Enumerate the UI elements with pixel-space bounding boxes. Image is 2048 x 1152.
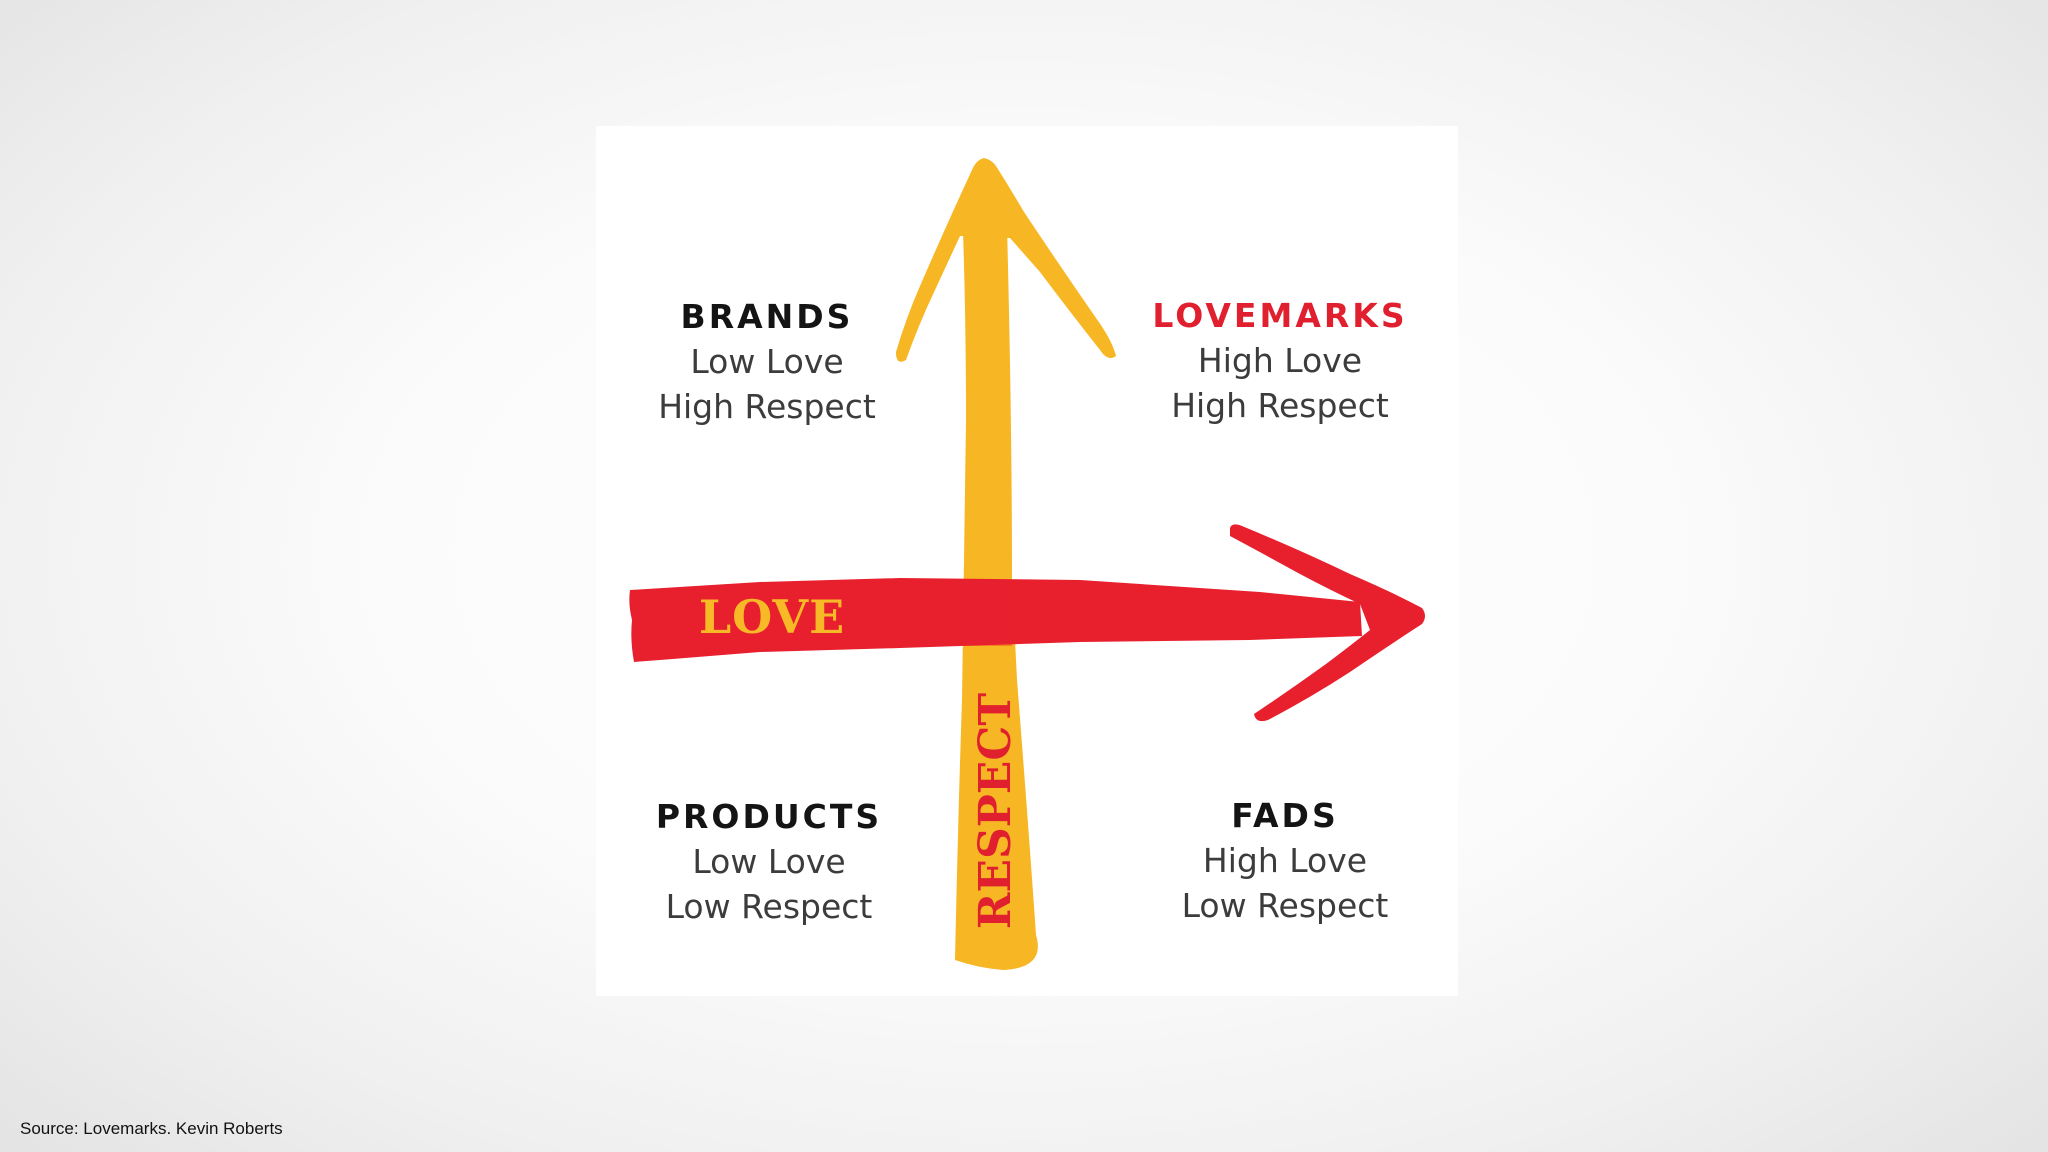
- respect-axis-label: RESPECT: [970, 693, 1021, 930]
- source-caption: Source: Lovemarks. Kevin Roberts: [20, 1119, 283, 1138]
- quadrant-brands: BRANDS Low Love High Respect: [607, 294, 927, 429]
- quadrant-products: PRODUCTS Low Love Low Respect: [609, 794, 929, 929]
- quadrant-title: BRANDS: [680, 297, 854, 336]
- quadrant-love-level: Low Love: [692, 842, 846, 881]
- quadrant-love-level: Low Love: [690, 342, 844, 381]
- love-axis-label: LOVE: [699, 590, 845, 644]
- quadrant-respect-level: Low Respect: [1181, 886, 1389, 925]
- quadrant-love-level: High Love: [1197, 341, 1363, 380]
- love-arrow: [629, 524, 1425, 722]
- quadrant-love-level: High Love: [1202, 841, 1368, 880]
- love-arrow-head: [1230, 524, 1425, 722]
- quadrant-title: FADS: [1231, 796, 1339, 835]
- respect-arrow-head: [896, 158, 1116, 362]
- quadrant-respect-level: High Respect: [1171, 386, 1389, 425]
- quadrant-lovemarks: LOVEMARKS High Love High Respect: [1120, 293, 1440, 428]
- quadrant-respect-level: Low Respect: [665, 887, 873, 926]
- quadrant-title: LOVEMARKS: [1152, 296, 1408, 335]
- axes-intersection: [964, 580, 1012, 646]
- quadrant-respect-level: High Respect: [658, 387, 876, 426]
- quadrant-fads: FADS High Love Low Respect: [1125, 793, 1445, 928]
- quadrant-title: PRODUCTS: [655, 797, 883, 836]
- love-arrow-shaft: [629, 578, 1362, 662]
